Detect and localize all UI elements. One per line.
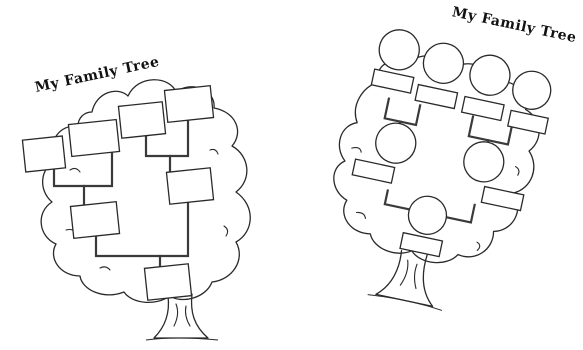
photo-circle-child[interactable] [405,193,450,238]
name-box-grandparent-3[interactable] [460,95,505,122]
family-tree-worksheet-boxes: My Family Tree [0,0,290,350]
name-box-parent-2[interactable] [165,167,215,205]
worksheet-title: My Family Tree [34,54,161,96]
family-tree-photos-illustration: My Family Tree [333,4,578,311]
bark-mark [476,241,481,251]
bark-mark [399,259,409,286]
name-box-grandparent-4[interactable] [506,109,550,135]
tree-crown-outline [333,55,540,264]
name-box-parent-2[interactable] [480,185,525,212]
name-box-parent-1[interactable] [69,200,121,240]
bark-mark [351,146,362,153]
name-box-child[interactable] [143,263,193,301]
name-box-child[interactable] [399,231,444,258]
name-boxes [351,68,550,258]
photo-circle-grandparent-3[interactable] [466,52,513,99]
worksheet-title: My Family Tree [451,4,578,46]
bark-mark [173,303,179,327]
name-box-grandparent-4[interactable] [163,84,215,124]
family-tree-worksheet-photos: My Family Tree [290,0,580,350]
name-box-grandparent-3[interactable] [117,101,167,139]
family-tree-boxes-illustration: My Family Tree [21,54,251,341]
name-boxes [21,84,215,301]
name-box-grandparent-1[interactable] [370,68,415,94]
ground-line [145,337,219,341]
bark-mark [99,266,111,271]
photo-circle-parent-1[interactable] [372,119,419,166]
bark-mark [209,148,219,155]
bark-mark [184,305,191,327]
bark-mark [69,167,81,173]
photo-circle-grandparent-4[interactable] [509,68,554,113]
name-box-grandparent-2[interactable] [67,118,121,158]
tilted-worksheet: My Family Tree [333,4,578,311]
photo-circle-parent-2[interactable] [460,138,507,185]
ground-line [367,294,443,311]
bark-mark [355,211,366,220]
photo-circle-grandparent-2[interactable] [420,40,467,87]
name-box-grandparent-2[interactable] [414,83,459,110]
bark-mark [514,166,520,176]
bark-mark [223,225,229,237]
photo-circles [372,26,554,238]
photo-circle-grandparent-1[interactable] [376,26,423,73]
bark-mark [414,263,418,290]
name-box-grandparent-1[interactable] [21,135,67,173]
name-box-parent-1[interactable] [351,158,396,184]
